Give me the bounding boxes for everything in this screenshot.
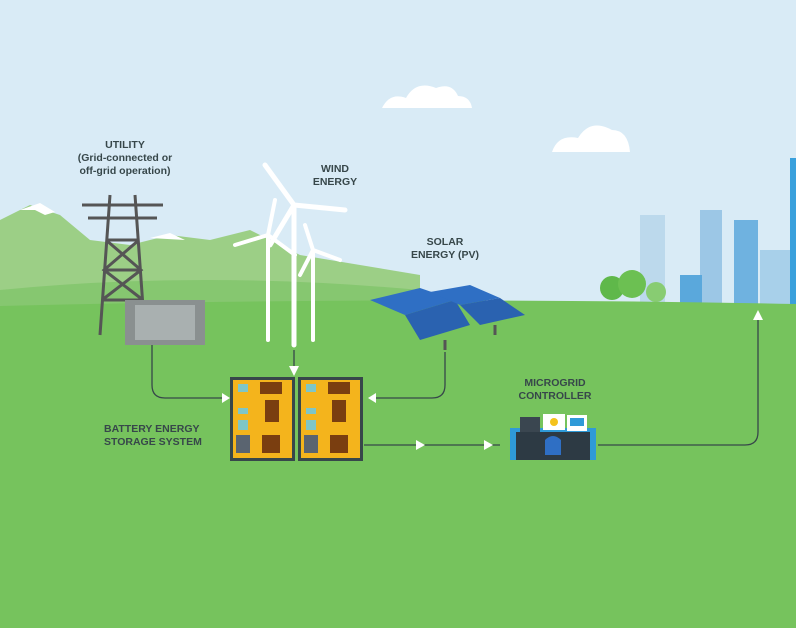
transmission-tower-icon: [82, 194, 163, 336]
battery-storage-label: BATTERY ENERGY STORAGE SYSTEM: [104, 423, 202, 448]
solar-energy-label: SOLAR ENERGY (PV): [410, 236, 480, 261]
grass: [0, 300, 796, 628]
wind-energy-label: WIND ENERGY: [312, 163, 358, 188]
power-flow-lines: [151, 318, 759, 446]
transformer-icon: [125, 300, 205, 345]
microgrid-controller-icon: [510, 414, 596, 460]
utility-label: UTILITY (Grid-connected or off-grid oper…: [77, 139, 173, 177]
battery-cabinets-icon: [230, 377, 363, 461]
solar-panels-icon: [370, 285, 525, 350]
microgrid-controller-label: MICROGRID CONTROLLER: [518, 377, 592, 402]
clouds: [382, 85, 630, 152]
city: [600, 158, 796, 310]
snow-caps: [20, 203, 185, 240]
wind-turbines-icon: [233, 162, 348, 348]
flow-arrow-icons: [222, 310, 763, 450]
